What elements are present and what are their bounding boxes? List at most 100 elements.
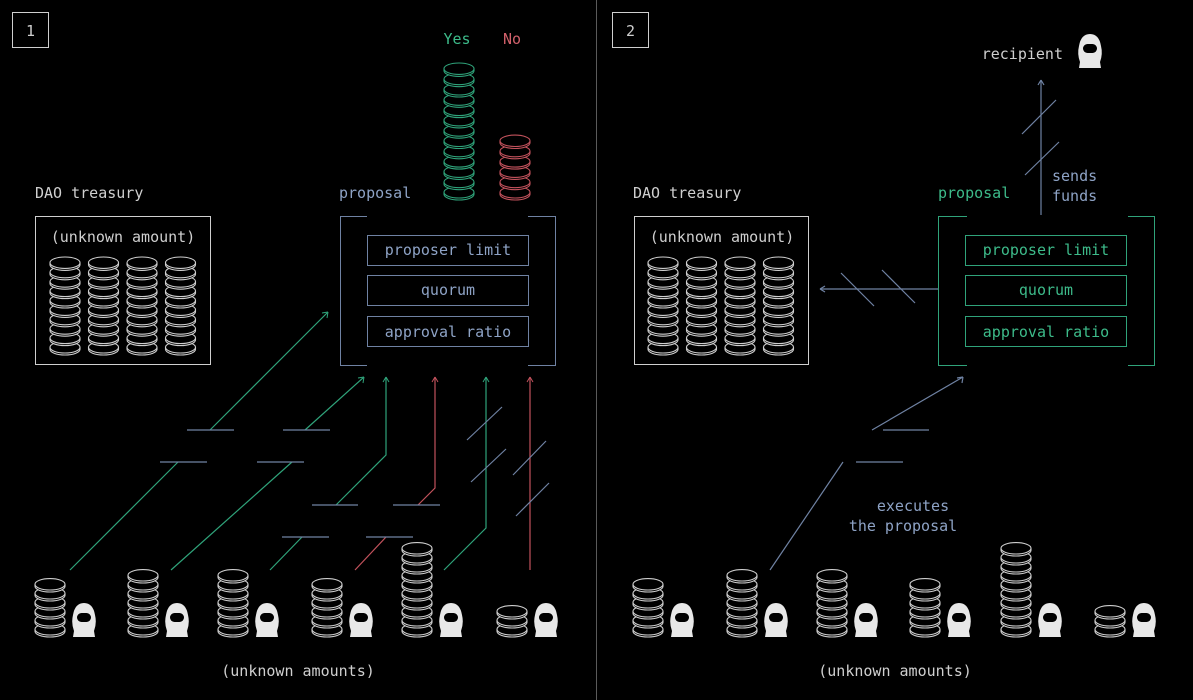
balaclava-mask-icon <box>534 603 558 637</box>
step-badge <box>612 12 649 48</box>
treasury-coins <box>647 256 795 356</box>
coin-top-icon <box>164 256 197 269</box>
rule-box-quorum <box>367 275 529 306</box>
yes-vote-stack <box>443 62 475 201</box>
mask-eyehole <box>952 613 966 622</box>
balaclava-mask-icon <box>165 603 189 637</box>
coin-top-icon <box>311 578 343 591</box>
vote-flows <box>69 311 550 571</box>
executes-label-1: executes <box>877 497 949 515</box>
arrowhead-icon <box>357 376 365 384</box>
rule-approval-ratio: approval ratio <box>385 323 511 341</box>
rule-quorum: quorum <box>421 281 475 299</box>
rule-quorum: quorum <box>1019 281 1073 299</box>
holder-coin-stack <box>632 578 664 638</box>
mask-eyehole <box>769 613 783 622</box>
coin-top-icon <box>127 569 159 582</box>
no-label: No <box>503 30 521 48</box>
holder-coin-stack <box>1094 605 1126 638</box>
token-holder <box>632 578 694 638</box>
coin-top-icon <box>724 256 756 269</box>
treasury-coin-column <box>762 256 795 356</box>
holder-coin-stack <box>726 569 758 638</box>
coin-top-icon <box>49 256 81 269</box>
holder-coin-stack <box>496 605 528 638</box>
balaclava-mask-icon <box>72 603 96 637</box>
token-holder <box>1094 603 1156 638</box>
sends-funds-label-2: funds <box>1052 187 1097 205</box>
coin-top-icon <box>443 62 475 75</box>
treasury-amount: (unknown amount) <box>51 228 196 246</box>
holder-coin-stack <box>127 569 159 638</box>
flow-holder-1 <box>69 311 329 571</box>
recipient-mask-icon <box>1078 34 1102 68</box>
holder-coin-stack <box>1000 542 1032 638</box>
sends-funds-arrow <box>1021 79 1060 215</box>
coin-top-icon <box>632 578 664 591</box>
coin-top-icon <box>126 256 158 269</box>
token-holders <box>34 542 558 638</box>
balaclava-mask-icon <box>255 603 279 637</box>
coin-top-icon <box>1094 605 1126 618</box>
token-holder <box>401 542 463 638</box>
treasury-coin-column <box>126 256 158 356</box>
rule-box-proposer-limit <box>367 235 529 266</box>
yes-coins <box>443 62 475 201</box>
coin-top-icon <box>87 256 120 269</box>
holder-coin-stack <box>816 569 848 638</box>
balaclava-mask-icon <box>349 603 373 637</box>
coin-top-icon <box>726 569 758 582</box>
step-number: 2 <box>626 22 635 40</box>
balaclava-mask-icon <box>854 603 878 637</box>
yes-label: Yes <box>443 30 470 48</box>
coin-top-icon <box>816 569 848 582</box>
coin-top-icon <box>401 542 433 555</box>
coin-top-icon <box>34 578 66 591</box>
token-holder <box>1000 542 1062 638</box>
proposal-bracket <box>938 216 1155 366</box>
treasury-coin-column <box>724 256 756 356</box>
no-coins <box>499 134 531 201</box>
balaclava-mask-icon <box>1132 603 1156 637</box>
treasury-coin-column <box>49 256 81 356</box>
holder-coin-stack <box>217 569 249 638</box>
mask-eyehole <box>77 613 91 622</box>
executes-arrow <box>769 376 964 571</box>
treasury-coin-column <box>87 256 120 356</box>
treasury-label: DAO treasury <box>633 184 741 202</box>
token-holder <box>34 578 96 638</box>
balaclava-mask-icon <box>1038 603 1062 637</box>
coin-top-icon <box>496 605 528 618</box>
step-badge <box>12 12 49 48</box>
mask-eyehole <box>354 613 368 622</box>
recipient-label: recipient <box>982 45 1063 63</box>
mask-eyehole <box>170 613 184 622</box>
coin-top-icon <box>647 256 679 269</box>
panel-step-2: 2 DAO treasury (unknown amount) proposal… <box>612 12 1156 680</box>
treasury-coins <box>49 256 197 356</box>
rule-box-approval-ratio <box>965 316 1127 347</box>
token-holder <box>311 578 373 638</box>
coin-top-icon <box>1000 542 1032 555</box>
flow-holder-2 <box>170 376 365 571</box>
treasury-withdrawal-arrow <box>819 269 938 307</box>
proposal-label: proposal <box>938 184 1010 202</box>
proposal-bracket <box>340 216 556 366</box>
treasury-amount: (unknown amount) <box>650 228 795 246</box>
balaclava-mask-icon <box>670 603 694 637</box>
rule-box-quorum <box>965 275 1127 306</box>
flow-holder-5 <box>443 377 487 571</box>
coin-top-icon <box>685 256 718 269</box>
proposal-label: proposal <box>339 184 411 202</box>
coin-top-icon <box>499 134 531 148</box>
treasury-box <box>634 216 809 365</box>
token-holder <box>909 578 971 638</box>
holder-coin-stack <box>34 578 66 638</box>
holders-label: (unknown amounts) <box>221 662 375 680</box>
balaclava-mask-icon <box>764 603 788 637</box>
mask-eyehole <box>1137 613 1151 622</box>
no-vote-stack <box>499 134 531 201</box>
coin-top-icon <box>762 256 795 269</box>
sends-funds-label-1: sends <box>1052 167 1097 185</box>
